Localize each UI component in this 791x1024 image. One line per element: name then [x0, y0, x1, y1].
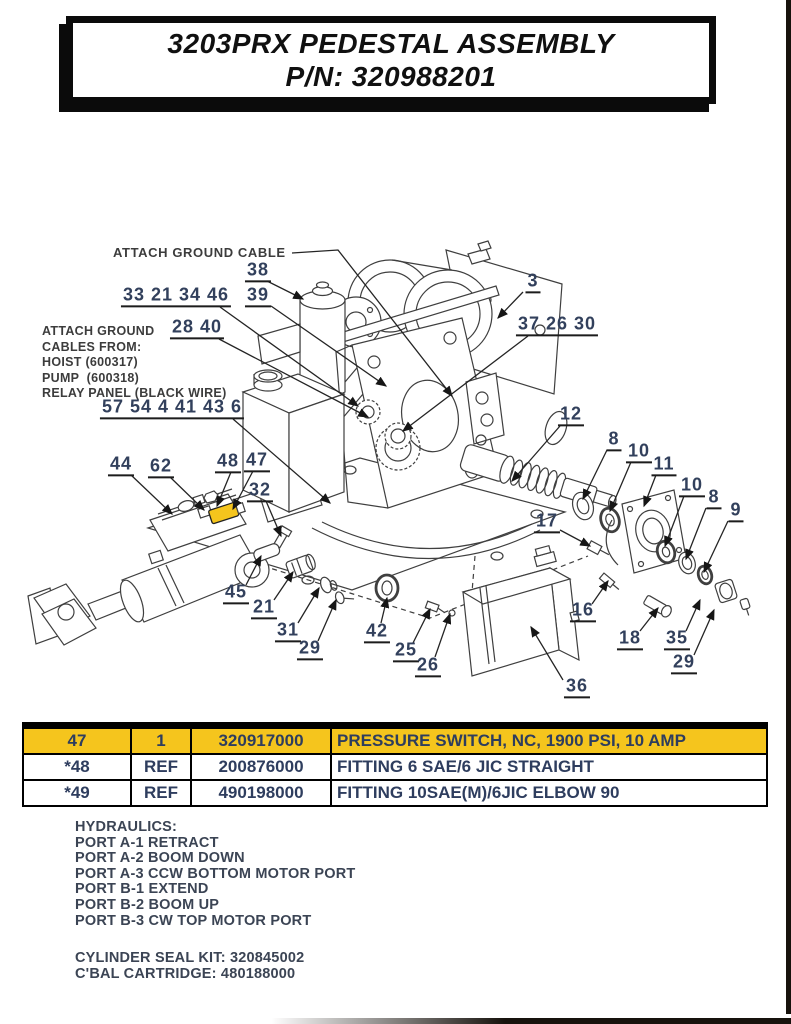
callout-48: 48 — [214, 450, 242, 474]
callout-38: 38 — [244, 259, 272, 283]
callout-3: 3 — [525, 270, 541, 294]
note-line: CYLINDER SEAL KIT: 320845002 — [75, 950, 305, 966]
callout-12: 12 — [557, 403, 585, 427]
callout-25: 25 — [392, 639, 420, 663]
qty-cell: 1 — [130, 724, 192, 755]
callout-33-21-34-46: 33 21 34 46 — [120, 284, 232, 308]
note-line: PORT B-1 EXTEND — [75, 881, 209, 898]
callout-10: 10 — [625, 440, 653, 464]
qty-cell: REF — [130, 753, 192, 781]
title-line1: 3203PRX PEDESTAL ASSEMBLY — [167, 28, 615, 59]
callout-16: 16 — [569, 599, 597, 623]
scan-edge-bottom — [271, 1018, 791, 1024]
callout-8: 8 — [706, 486, 722, 510]
desc-cell: FITTING 10SAE(M)/6JIC ELBOW 90 — [330, 779, 768, 807]
note-line: HOIST (600317) — [42, 355, 138, 370]
callout-62: 62 — [147, 455, 175, 479]
callout-45: 45 — [222, 581, 250, 605]
note-line: PORT B-2 BOOM UP — [75, 896, 220, 913]
note-line: C'BAL CARTRIDGE: 480188000 — [75, 966, 296, 982]
callout-32: 32 — [246, 479, 274, 503]
note-line: PORT A-1 RETRACT — [75, 834, 219, 851]
callout-11: 11 — [651, 453, 677, 477]
note-line: HYDRAULICS: — [75, 819, 178, 835]
note-line: RELAY PANEL (BLACK WIRE) — [42, 386, 227, 401]
callout-17: 17 — [533, 510, 561, 534]
callout-42: 42 — [363, 620, 391, 644]
note-line: PORT B-3 CW TOP MOTOR PORT — [75, 912, 312, 929]
title-box: 3203PRX PEDESTAL ASSEMBLY P/N: 320988201 — [66, 16, 716, 104]
desc-cell: PRESSURE SWITCH, NC, 1900 PSI, 10 AMP — [330, 724, 768, 755]
item-no-cell: *48 — [22, 753, 132, 781]
callout-31: 31 — [274, 619, 302, 643]
part-no-cell: 490198000 — [190, 779, 332, 807]
item-no-cell: 47 — [22, 724, 132, 755]
note-line: PORT A-3 CCW BOTTOM MOTOR PORT — [75, 865, 356, 882]
title-line2: P/N: 320988201 — [285, 61, 497, 92]
part-no-cell: 200876000 — [190, 753, 332, 781]
qty-cell: REF — [130, 779, 192, 807]
callout-57-54-4-41-43-6: 57 54 4 41 43 6 — [99, 396, 245, 420]
callout-9: 9 — [728, 499, 744, 523]
part-no-cell: 320917000 — [190, 724, 332, 755]
ground-cable-label: ATTACH GROUND CABLE — [113, 245, 286, 260]
callout-36: 36 — [563, 675, 591, 699]
note-line: CABLES FROM: — [42, 339, 142, 354]
callout-37-26-30: 37 26 30 — [515, 313, 599, 337]
note-line: PUMP (600318) — [42, 370, 140, 385]
callout-21: 21 — [250, 596, 278, 620]
callout-29: 29 — [670, 651, 698, 675]
callout-10: 10 — [678, 474, 706, 498]
callout-29: 29 — [296, 637, 324, 661]
callout-47: 47 — [243, 449, 271, 473]
item-no-cell: *49 — [22, 779, 132, 807]
callout-18: 18 — [616, 627, 644, 651]
callout-8: 8 — [606, 428, 622, 452]
callout-44: 44 — [107, 453, 135, 477]
callout-26: 26 — [414, 654, 442, 678]
note-line: PORT A-2 BOOM DOWN — [75, 850, 245, 867]
callout-28-40: 28 40 — [169, 316, 225, 340]
scan-edge-right — [786, 0, 791, 1014]
callout-39: 39 — [244, 284, 272, 308]
note-line: ATTACH GROUND — [42, 324, 155, 338]
callout-35: 35 — [663, 627, 691, 651]
desc-cell: FITTING 6 SAE/6 JIC STRAIGHT — [330, 753, 768, 781]
